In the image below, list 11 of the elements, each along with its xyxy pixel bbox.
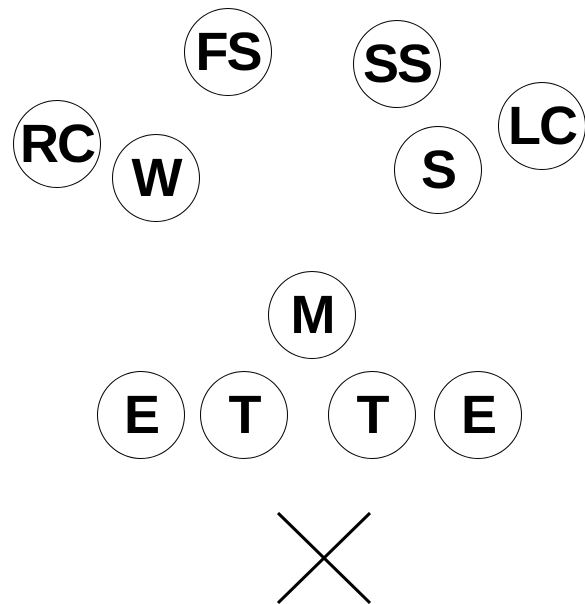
position-label: M — [290, 288, 334, 342]
position-label: E — [460, 388, 496, 442]
position-label: SS — [362, 37, 432, 91]
position-label: FS — [195, 25, 260, 79]
position-label: E — [124, 388, 158, 442]
position-label: LC — [508, 99, 576, 153]
position-label: T — [356, 388, 388, 442]
position-label: RC — [20, 117, 94, 171]
position-label: S — [420, 143, 456, 197]
position-label: T — [228, 388, 260, 442]
position-label: W — [132, 151, 180, 205]
